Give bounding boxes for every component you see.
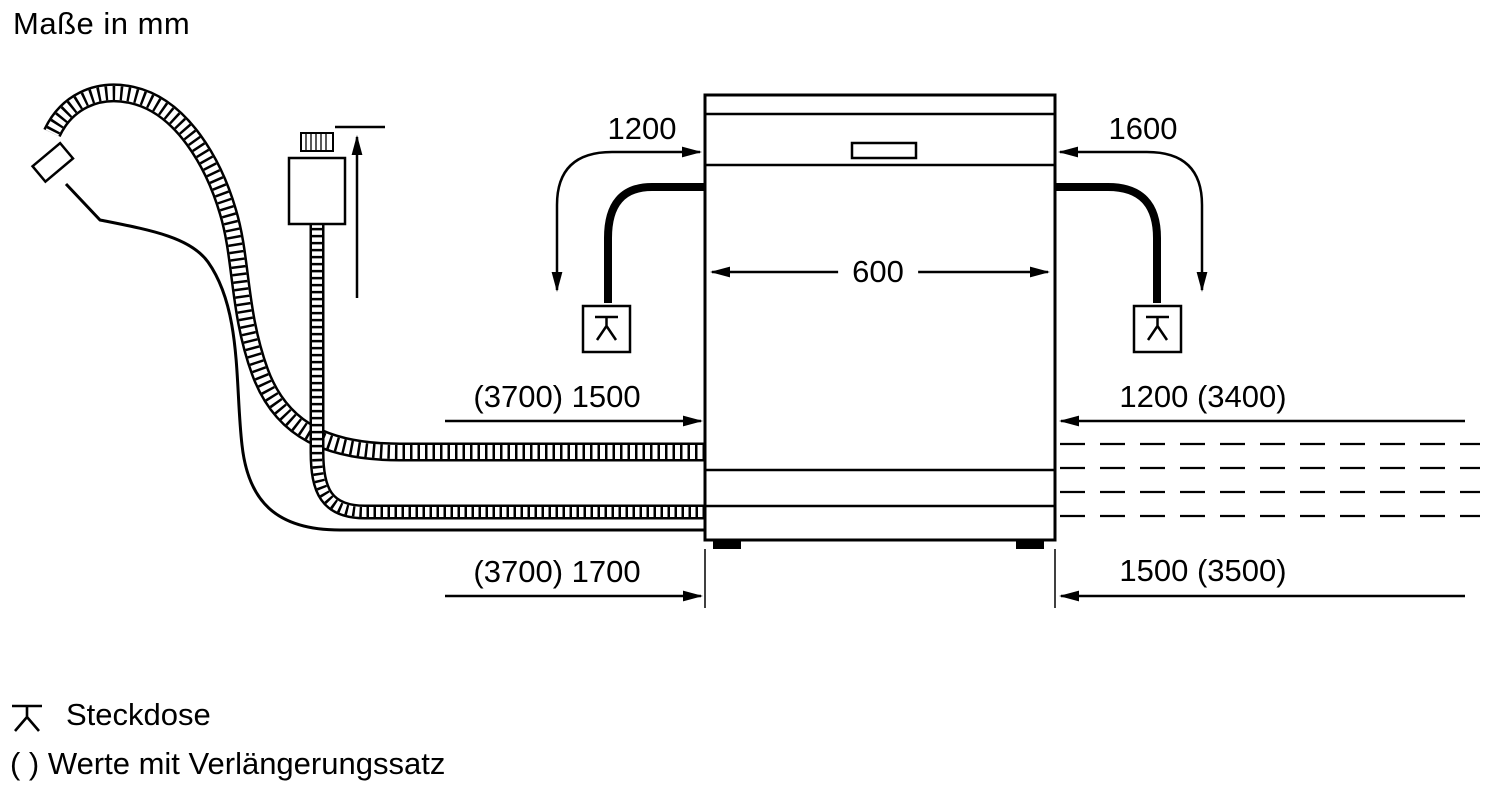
dim-label-bottom-left: (3700) 1700: [473, 554, 641, 589]
legend-note-label: ( ) Werte mit Verlängerungssatz: [10, 746, 446, 781]
appliance-foot-right: [1016, 540, 1044, 549]
page-title: Maße in mm: [13, 6, 191, 41]
dim-label-top-right: 1600: [1108, 111, 1178, 146]
dim-label-bottom-right: 1500 (3500): [1119, 553, 1287, 588]
dimension-arrows: [335, 125, 1465, 602]
legend-socket-row: Steckdose: [8, 696, 211, 734]
legend-socket-label: Steckdose: [66, 697, 211, 732]
socket-icon-left: [581, 304, 632, 354]
dim-label-mid-left: (3700) 1500: [473, 379, 641, 414]
power-cord-icon: [30, 141, 705, 532]
door-handle-icon: [850, 141, 918, 160]
appliance-foot-left: [713, 540, 741, 549]
dim-arrow-top-left: [551, 146, 702, 292]
dim-label-width: 600: [838, 255, 918, 289]
dim-arrow-top-right: [1058, 146, 1208, 292]
socket-icon-right: [1132, 304, 1183, 354]
power-plug-icon: [30, 141, 75, 184]
appliance-outline: [703, 93, 1057, 608]
supply-hose-icon: [317, 224, 705, 512]
extension-dashed-lines: [1060, 442, 1480, 518]
dim-label-top-left: 1200: [607, 111, 677, 146]
socket-icon: [12, 704, 42, 732]
legend-note-row: ( ) Werte mit Verlängerungssatz: [10, 746, 445, 782]
dim-label-mid-right: 1200 (3400): [1119, 379, 1287, 414]
aquastop-valve-icon: [287, 132, 347, 226]
